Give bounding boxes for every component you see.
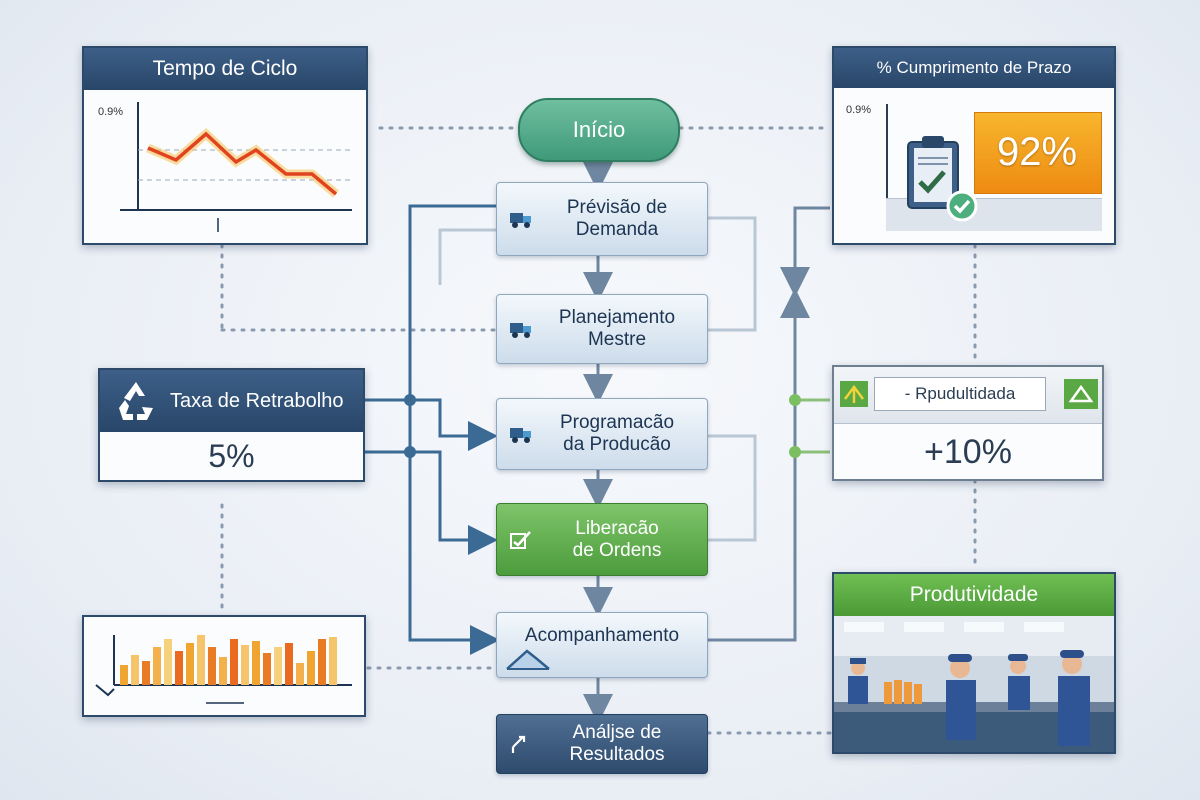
cycle-time-panel: Tempo de Ciclo 0.9% — [82, 46, 368, 245]
rework-rate-panel: Taxa de Retrabolho 5% — [98, 368, 365, 482]
truck-icon — [510, 213, 531, 228]
truck-icon — [510, 323, 531, 338]
step-label: Análjse de Resultados — [569, 722, 665, 765]
productivity-photo-panel: Produtividade — [832, 572, 1116, 754]
deadline-axis-label: 0.9% — [846, 104, 872, 116]
start-node[interactable]: Início — [518, 98, 680, 162]
recycle-icon — [119, 382, 153, 420]
up-triangle-icon — [1064, 379, 1098, 409]
mountain-chart-icon — [506, 649, 550, 670]
step-master-planning[interactable]: Planejamento Mestre — [496, 294, 708, 364]
deadline-value-bar — [974, 112, 1102, 194]
factory-workers-illustration — [834, 616, 1114, 752]
clipboard-check-icon — [907, 136, 978, 222]
productivity-change-panel: - Rpudultidada +10% — [832, 365, 1104, 481]
deadline-value: 92% — [996, 129, 1078, 174]
productivity-photo-title: Produtividade — [834, 574, 1114, 616]
deadline-compliance-panel: % Cumprimento de Prazo 0.9% 92% — [832, 46, 1116, 245]
trend-arrow-icon — [511, 735, 526, 753]
step-monitoring[interactable]: Acompanhamento — [496, 612, 708, 678]
truck-icon — [510, 428, 531, 443]
bar-chart-panel — [82, 615, 366, 717]
checkmark-arrow-icon — [510, 530, 531, 549]
step-label: Planejamento Mestre — [558, 307, 676, 350]
start-label: Início — [572, 117, 626, 142]
cycle-time-axis-label: 0.9% — [98, 106, 124, 118]
cycle-time-title: Tempo de Ciclo — [84, 48, 366, 90]
bar-chart — [95, 635, 352, 704]
cycle-time-line-chart — [120, 102, 352, 232]
productivity-change-title: - Rpudultidada — [874, 377, 1046, 411]
rework-rate-title: Taxa de Retrabolho — [100, 370, 363, 432]
step-order-release[interactable]: Liberacão de Ordens — [496, 503, 708, 576]
step-label: Liberacão de Ordens — [572, 517, 662, 561]
step-results-analysis[interactable]: Análjse de Resultados — [496, 714, 708, 774]
rework-rate-value: 5% — [208, 437, 255, 474]
deadline-compliance-title: % Cumprimento de Prazo — [834, 48, 1114, 88]
step-label: Prévisão de Demanda — [566, 197, 668, 240]
step-label: Acompanhamento — [524, 625, 680, 646]
step-demand-forecast[interactable]: Prévisão de Demanda — [496, 182, 708, 256]
step-label: Programacão da Producão — [559, 412, 675, 455]
step-production-scheduling[interactable]: Programacão da Producão — [496, 398, 708, 470]
up-arrow-icon — [840, 381, 868, 407]
productivity-change-value: +10% — [924, 432, 1012, 471]
